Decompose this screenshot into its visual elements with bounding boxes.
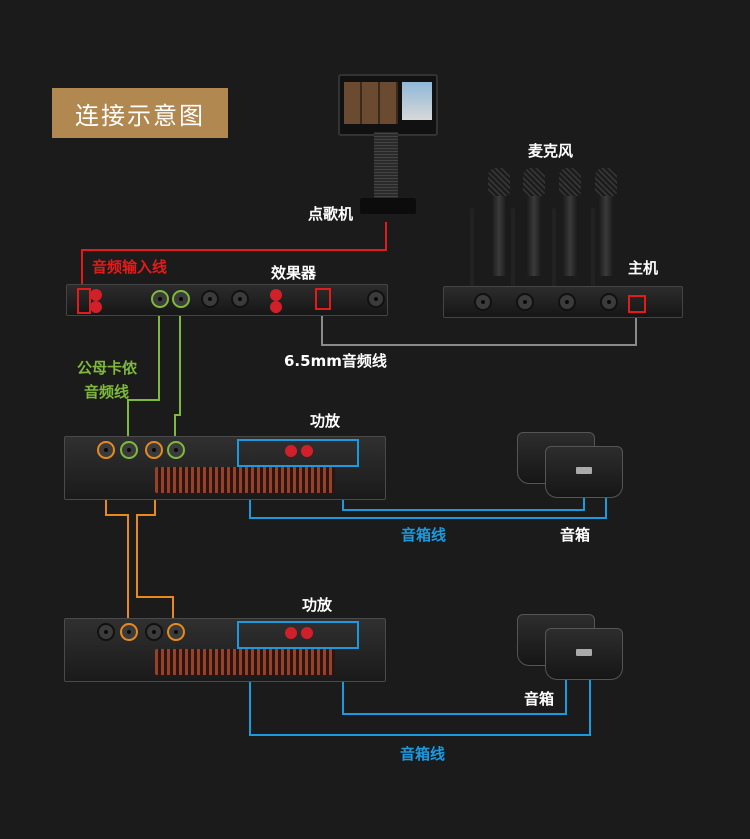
xlr-jack <box>231 290 249 308</box>
xlr-out-left <box>151 290 169 308</box>
output-terminal <box>301 627 313 639</box>
effects-unit <box>66 284 388 316</box>
xlr-out-right <box>172 290 190 308</box>
speaker-output-highlight <box>237 439 359 467</box>
mix-output-highlight <box>628 295 646 313</box>
power-socket <box>367 290 385 308</box>
output-terminal <box>285 627 297 639</box>
xlr-jack <box>558 293 576 311</box>
level-knob <box>270 301 282 313</box>
output-terminal <box>285 445 297 457</box>
title-badge: 连接示意图 <box>52 88 228 138</box>
xlr-jack <box>145 623 163 641</box>
rca-jack <box>90 301 102 313</box>
microphone <box>488 168 510 276</box>
xlr-link-out-left <box>97 441 115 459</box>
rca-input-highlight <box>77 288 91 314</box>
xlr-jack <box>97 623 115 641</box>
karaoke-machine-label: 点歌机 <box>308 205 354 223</box>
speaker-2-label: 音箱 <box>524 690 555 708</box>
speaker-1-label: 音箱 <box>560 526 591 544</box>
amplifier-2 <box>64 618 386 682</box>
antenna <box>470 208 474 298</box>
xlr-wire-right <box>174 305 181 440</box>
cooling-grille <box>155 467 335 493</box>
singer-photo <box>402 82 432 120</box>
xlr-cable-label-line1: 公母卡侬 <box>77 359 138 377</box>
karaoke-screen <box>338 74 438 136</box>
brand-logo <box>576 467 592 474</box>
microphones-label: 麦克风 <box>528 142 574 160</box>
cooling-grille <box>155 649 335 675</box>
level-knob <box>270 289 282 301</box>
xlr-in-right <box>167 441 185 459</box>
xlr-cable-label-line2: 音频线 <box>84 383 130 401</box>
xlr-link-out-right <box>145 441 163 459</box>
antenna <box>591 208 595 298</box>
amplifier-1 <box>64 436 386 500</box>
xlr-jack <box>201 290 219 308</box>
karaoke-base <box>360 198 416 214</box>
xlr-in-left <box>120 623 138 641</box>
output-terminal <box>301 445 313 457</box>
speaker-cable-2-label: 音箱线 <box>400 745 446 763</box>
xlr-jack <box>600 293 618 311</box>
microphone <box>559 168 581 276</box>
amplifier-2-label: 功放 <box>302 596 333 614</box>
speaker-front <box>545 628 623 680</box>
xlr-in-left <box>120 441 138 459</box>
effects-unit-label: 效果器 <box>271 264 317 282</box>
antenna <box>511 208 515 298</box>
speaker-cable-1-label: 音箱线 <box>401 526 447 544</box>
microphone <box>595 168 617 276</box>
jack-cable-label: 6.5mm音频线 <box>284 352 387 370</box>
song-tiles <box>344 82 398 124</box>
microphone <box>523 168 545 276</box>
xlr-in-right <box>167 623 185 641</box>
brand-logo <box>576 649 592 656</box>
receiver-label: 主机 <box>628 259 659 277</box>
rca-jack <box>90 289 102 301</box>
speaker-output-highlight <box>237 621 359 649</box>
karaoke-stand <box>374 132 398 202</box>
mic-input-highlight <box>315 288 331 310</box>
antenna <box>552 208 556 298</box>
wireless-receiver <box>443 286 683 318</box>
xlr-jack <box>516 293 534 311</box>
amplifier-1-label: 功放 <box>310 412 341 430</box>
xlr-jack <box>474 293 492 311</box>
audio-input-cable-label: 音频输入线 <box>92 258 168 276</box>
speaker-front <box>545 446 623 498</box>
